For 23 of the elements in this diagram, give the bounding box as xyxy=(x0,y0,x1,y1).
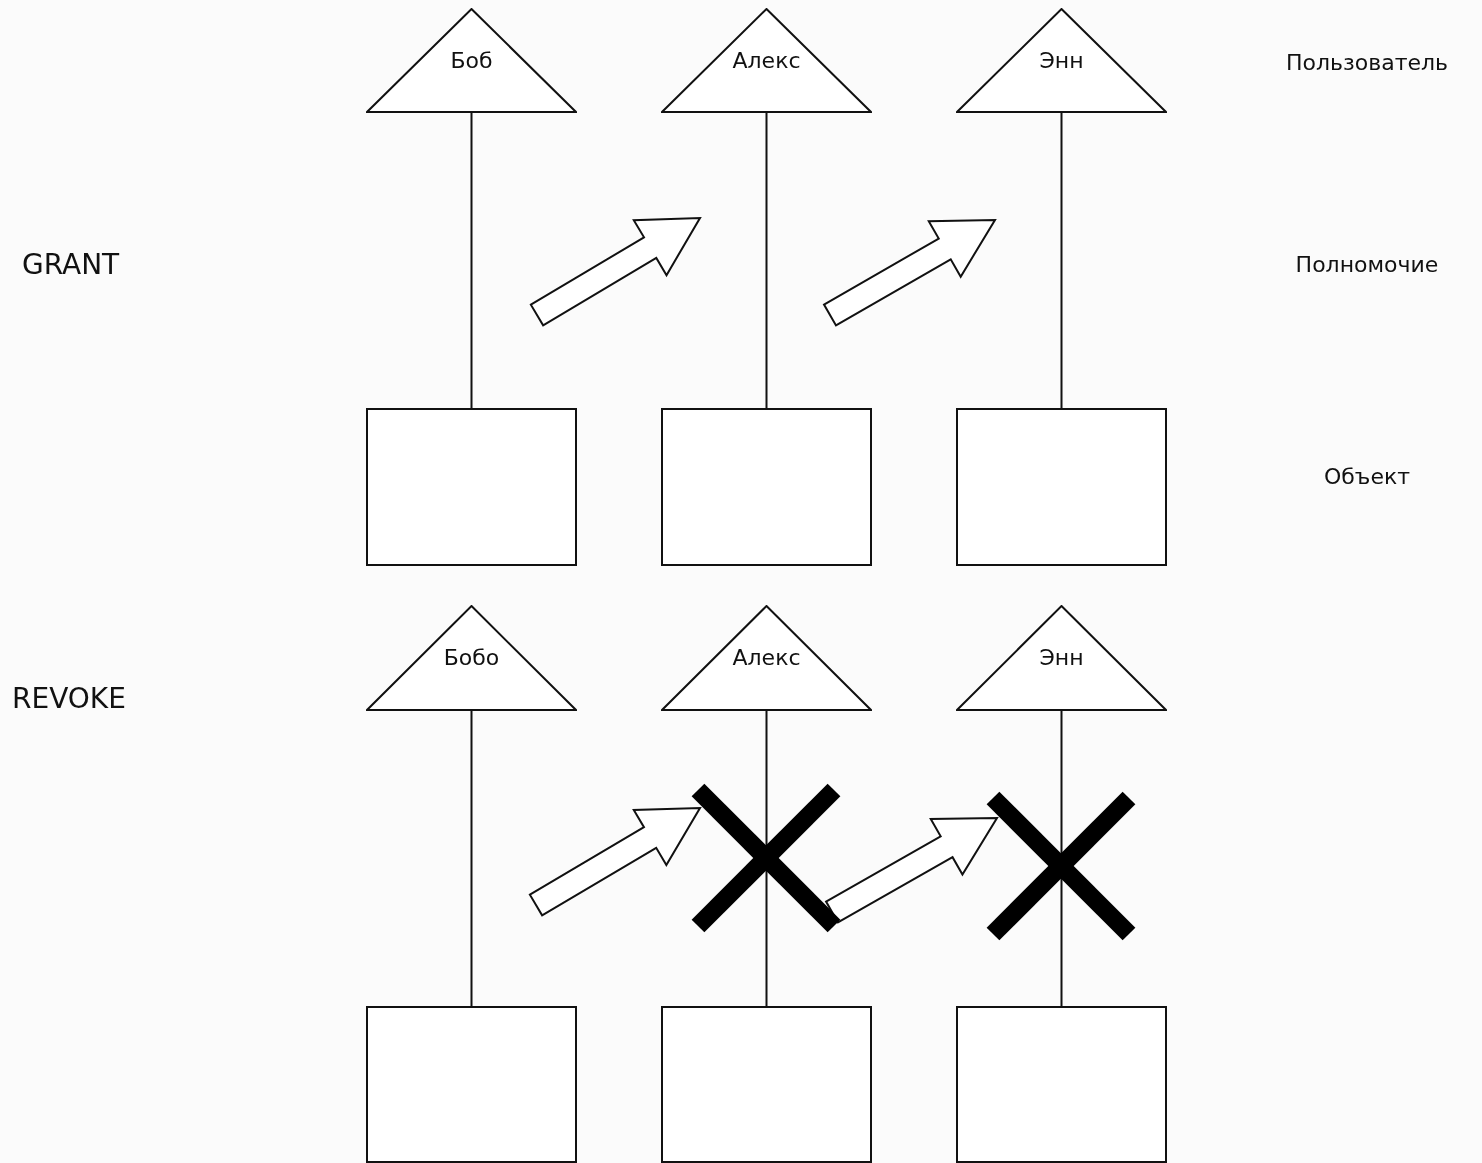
user-name: Энн xyxy=(1038,645,1085,672)
action-label: REVOKE xyxy=(12,681,126,715)
action-label: GRANT xyxy=(22,247,120,281)
row-label: Объект xyxy=(1323,463,1411,489)
connector-line xyxy=(1060,710,1063,1007)
object-box xyxy=(661,1006,872,1163)
row-label: Полномочие xyxy=(1295,251,1439,277)
connector-line xyxy=(470,710,473,1007)
connector-line xyxy=(1060,112,1063,409)
object-box xyxy=(366,1006,577,1163)
row-label: Пользователь xyxy=(1286,49,1448,75)
connector-line xyxy=(765,112,768,409)
user-name: Алекс xyxy=(731,645,802,672)
user-name: Энн xyxy=(1038,48,1085,75)
user-name: Боб xyxy=(449,48,494,75)
user-name: Алекс xyxy=(731,48,802,75)
connector-line xyxy=(765,710,768,1007)
connector-line xyxy=(470,112,473,409)
object-box xyxy=(956,1006,1167,1163)
object-box xyxy=(956,408,1167,566)
object-box xyxy=(366,408,577,566)
object-box xyxy=(661,408,872,566)
user-name: Бобо xyxy=(442,645,501,672)
